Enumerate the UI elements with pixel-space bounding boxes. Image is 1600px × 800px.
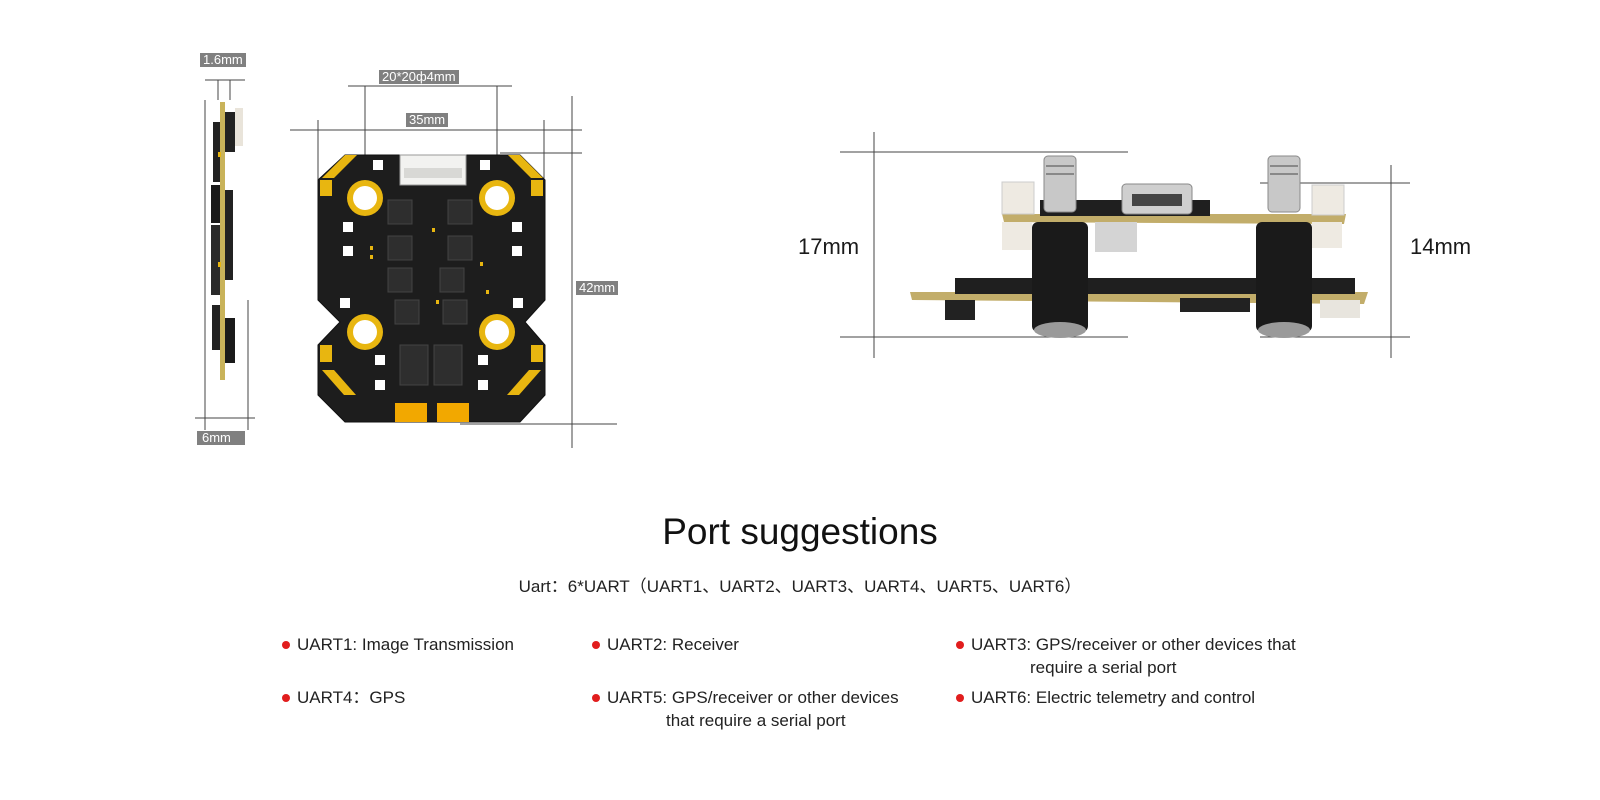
bullet-icon [592, 641, 600, 649]
bullet-icon [282, 694, 290, 702]
port-item-uart6: UART6: Electric telemetry and control [956, 686, 1256, 709]
board-length-label: 42mm [576, 281, 619, 295]
port-item-text-continued: require a serial port [1030, 658, 1177, 677]
port-item-uart4: UART4：GPS [282, 686, 406, 709]
stack-height-label: 14mm [1410, 234, 1472, 259]
pcb-thickness-label: 1.6mm [200, 53, 246, 67]
bullet-icon [956, 641, 964, 649]
port-item-uart1: UART1: Image Transmission [282, 633, 514, 656]
port-item-text: UART1: Image Transmission [297, 635, 514, 654]
port-item-text-continued: that require a serial port [666, 711, 846, 730]
port-item-text: UART2: Receiver [607, 635, 739, 654]
uart-summary: Uart：6*UART（UART1、UART2、UART3、UART4、UART… [518, 577, 1082, 596]
section-title: Port suggestions [662, 511, 938, 552]
side-view-drawing [195, 79, 255, 430]
port-item-uart5: UART5: GPS/receiver or other devices tha… [592, 686, 899, 732]
board-width-label: 35mm [406, 113, 449, 127]
port-item-text: UART4：GPS [297, 688, 406, 707]
bullet-icon [282, 641, 290, 649]
port-item-uart2: UART2: Receiver [592, 633, 739, 656]
side-height-label: 6mm [197, 431, 245, 445]
port-item-text: UART6: Electric telemetry and control [971, 688, 1256, 707]
port-item-text: UART3: GPS/receiver or other devices tha… [971, 635, 1296, 654]
top-view-drawing [290, 85, 617, 448]
stack-total-height-label: 17mm [798, 234, 860, 259]
stack-view-drawing [840, 132, 1410, 358]
mount-pattern-label: 20*20ф4mm [379, 70, 459, 84]
bullet-icon [592, 694, 600, 702]
port-item-uart3: UART3: GPS/receiver or other devices tha… [956, 633, 1296, 679]
dimension-diagram [195, 79, 1410, 448]
port-item-text: UART5: GPS/receiver or other devices [607, 688, 899, 707]
bullet-icon [956, 694, 964, 702]
